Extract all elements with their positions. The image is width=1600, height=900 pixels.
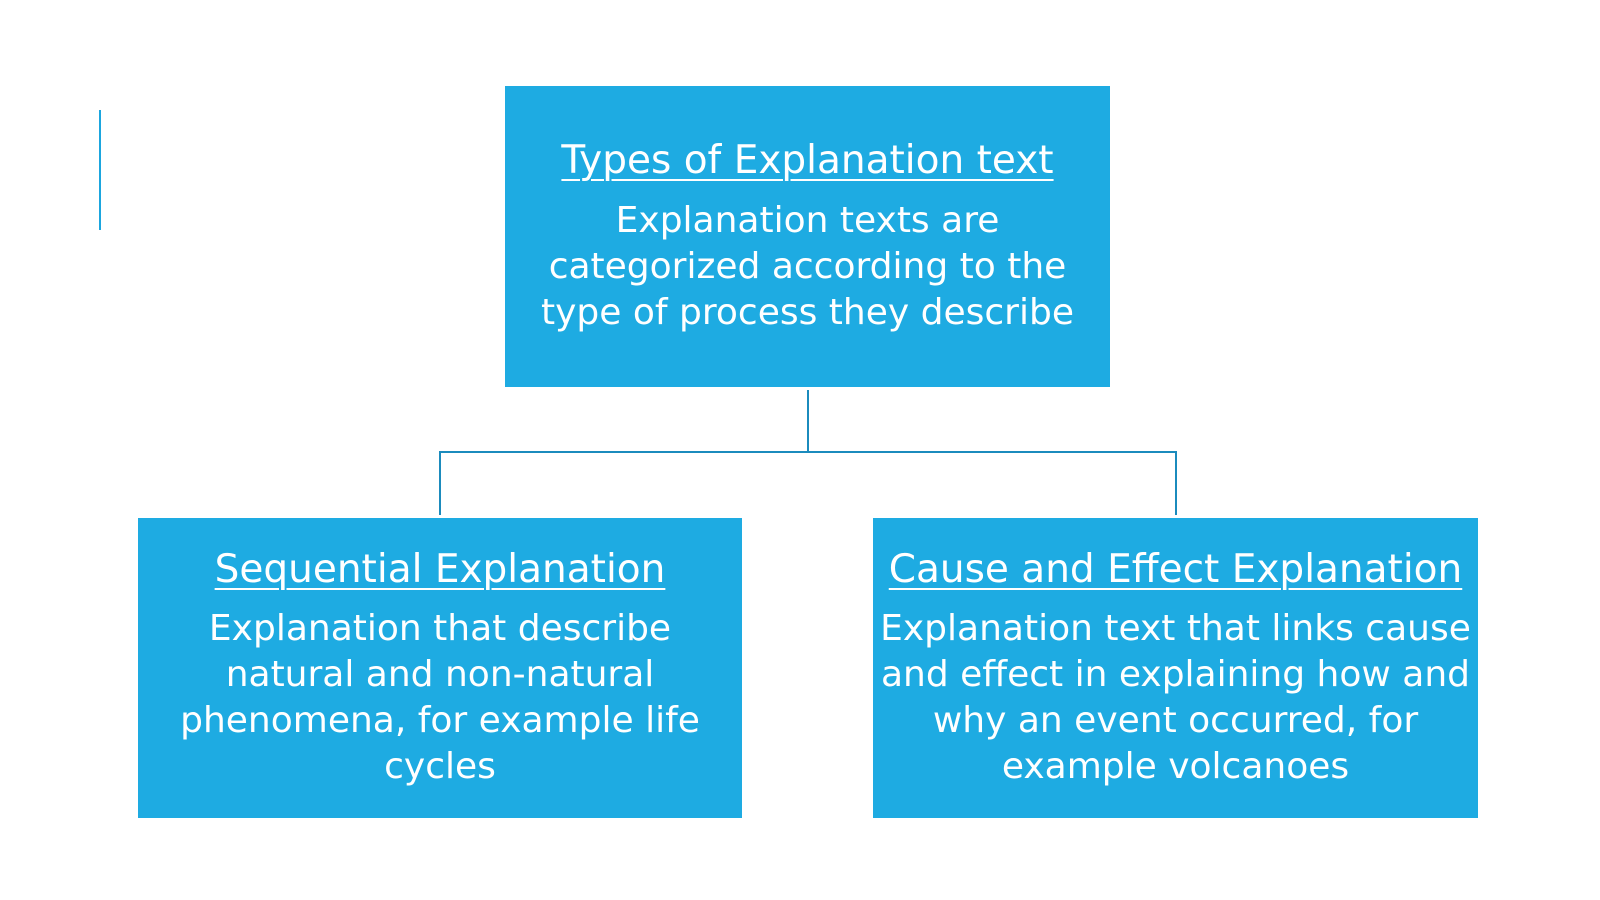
parent-node-text: Explanation texts are categorized accord… <box>541 199 1074 333</box>
child-node-title: Cause and Effect Explanation <box>888 546 1463 592</box>
child-node-sequential: Sequential Explanation Explanation that … <box>138 518 742 818</box>
accent-bar <box>99 110 101 230</box>
parent-node-title: Types of Explanation text <box>561 138 1054 184</box>
child-node-cause-effect: Cause and Effect Explanation Explanation… <box>873 518 1478 818</box>
child-node-title: Sequential Explanation <box>214 546 666 592</box>
child-node-text: Explanation that describe natural and no… <box>180 608 700 788</box>
child-node-text: Explanation text that links cause and ef… <box>880 608 1471 788</box>
parent-node: Types of Explanation text Explanation te… <box>505 86 1110 387</box>
